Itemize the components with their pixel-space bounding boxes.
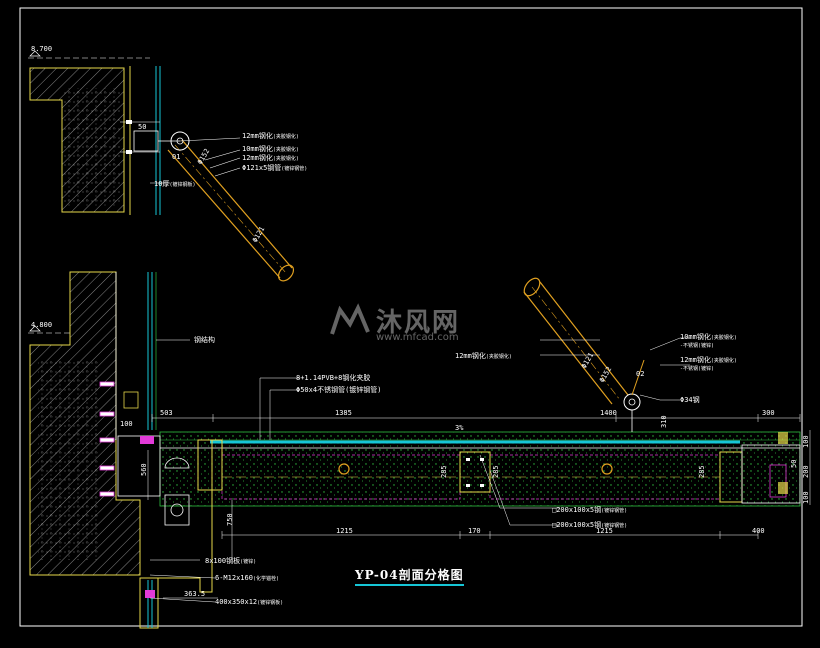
label-upper-2: 10mm钢化(夹胶钢化) [242, 145, 299, 153]
dim-1215-a: 1215 [336, 527, 353, 535]
dim-100: 100 [120, 420, 133, 428]
label-beam-2: □200x100x5钢(镀锌钢管) [552, 521, 628, 529]
dim-310: 310 [660, 415, 668, 428]
label-wm-right: 12mm钢化(夹胶钢化) [455, 352, 512, 360]
dim-285-c: 285 [698, 465, 706, 478]
label-bot-1: 8x100钢板(镀锌) [205, 557, 257, 565]
label-glass-main: 8+1.14PVB+8钢化夹胶 [296, 374, 371, 382]
label-right-3: Φ34钢 [680, 396, 700, 404]
watermark-url: www.mfcad.com [376, 332, 459, 343]
dim-200: 200 [802, 465, 810, 478]
dim-363-5: 363.5 [184, 590, 206, 598]
elevation-upper: 8.700 [31, 45, 53, 53]
label-right-2c: -不锈钢(镀锌) [680, 366, 715, 372]
dim-1215-b: 1215 [596, 527, 613, 535]
label-upper-1: 12mm钢化(夹胶钢化) [242, 132, 299, 140]
mark-01: 01 [172, 153, 181, 161]
mark-02: 02 [636, 370, 645, 378]
label-bot-3: 400x350x12(镀锌钢板) [215, 598, 284, 606]
dim-285-a: 285 [440, 465, 448, 478]
dim-750: 750 [226, 513, 234, 526]
elev-marker-upper [29, 50, 41, 57]
dim-300: 300 [762, 409, 775, 417]
drawing-title: YP-04剖面分格图 [355, 566, 464, 586]
label-steel-structure: 钢结构 [194, 336, 215, 344]
dim-50: 50 [790, 459, 798, 468]
dim-1385: 1385 [335, 409, 352, 417]
label-bot-2: 6-M12x160(化学锚栓) [215, 574, 279, 582]
dim-1400: 1400 [600, 409, 617, 417]
canopy-panel [159, 431, 801, 507]
upper-rod [158, 131, 295, 282]
dim-170: 170 [468, 527, 481, 535]
label-glass-main-2: Φ50x4不锈钢管(镀锌钢管) [296, 386, 382, 394]
drawing-frame [19, 7, 803, 627]
label-right-1c: -不锈钢(镀锌) [680, 343, 715, 349]
upper-wall-conc [64, 88, 122, 208]
dim-100-r: 100 [802, 435, 810, 448]
dim-400: 400 [752, 527, 765, 535]
dim-100-r2: 100 [802, 491, 810, 504]
label-upper-4: Φ121x5钢管(镀锌钢管) [242, 164, 308, 172]
lower-rod [523, 277, 645, 432]
dim-503: 503 [160, 409, 173, 417]
bolt-dim-50: 50 [138, 123, 147, 131]
elev-marker-lower [29, 325, 41, 332]
label-slope: 3% [455, 424, 464, 432]
label-right-1: 10mm钢化(夹胶钢化) [680, 333, 737, 341]
label-upper-3: 12mm钢化(夹胶钢化) [242, 154, 299, 162]
dim-285-b: 285 [492, 465, 500, 478]
watermark-logo [330, 303, 370, 335]
elevation-lower: 4.800 [31, 321, 53, 329]
label-right-2: 12mm钢化(夹胶钢化) [680, 356, 737, 364]
watermark-name: 沐风网 [376, 308, 461, 338]
label-upper-5: 10厚(镀锌钢板) [154, 180, 196, 188]
label-beam-1: □200x100x5钢(镀锌钢管) [552, 506, 628, 514]
dim-560: 560 [140, 463, 148, 476]
